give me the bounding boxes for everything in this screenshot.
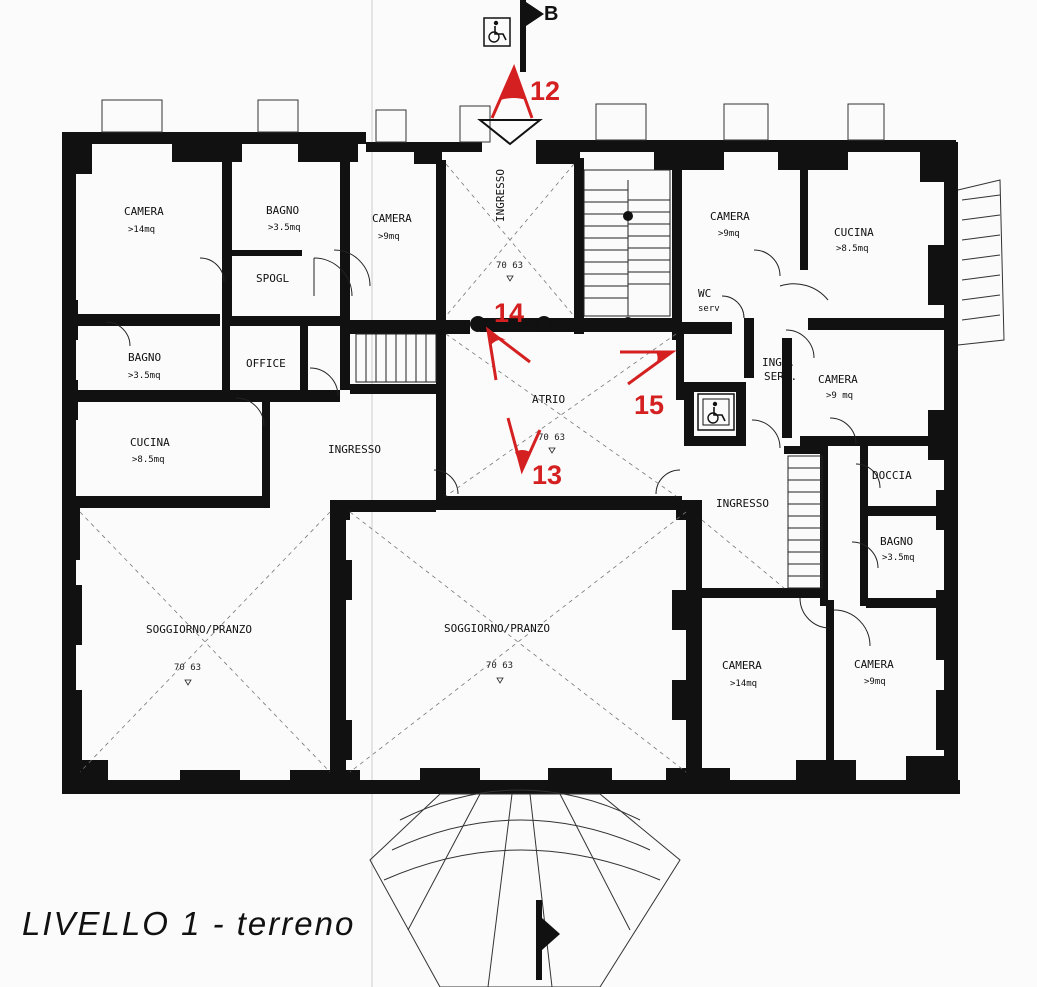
room-label: CUCINA bbox=[130, 436, 170, 449]
room-area: >8.5mq bbox=[132, 455, 165, 465]
room-label: SOGGIORNO/PRANZO bbox=[146, 623, 252, 636]
stair-columns bbox=[470, 211, 633, 332]
exterior-stair-right bbox=[957, 179, 1005, 346]
room-label: WC bbox=[698, 287, 711, 300]
room-label: CAMERA bbox=[854, 658, 894, 671]
room-area: >3.5mq bbox=[128, 371, 161, 381]
room-label: CAMERA bbox=[372, 212, 412, 225]
viewpoint-marker-14: 14 bbox=[485, 298, 531, 381]
room-labels: CAMERA >14mq BAGNO >3.5mq CAMERA >9mq IN… bbox=[124, 169, 915, 689]
viewpoint-number: 15 bbox=[634, 390, 664, 420]
entrance-staircase bbox=[369, 789, 681, 987]
room-label: SPOGL bbox=[256, 272, 289, 285]
room-label: INGRESSO bbox=[328, 443, 381, 456]
viewpoint-marker-13: 13 bbox=[506, 417, 562, 490]
room-label: BAGNO bbox=[266, 204, 299, 217]
entrance-arrow-icon bbox=[477, 119, 543, 146]
room-label: SOGGIORNO/PRANZO bbox=[444, 622, 550, 635]
main-staircase bbox=[583, 169, 671, 317]
viewpoint-number: 13 bbox=[532, 460, 562, 490]
elevation-mark: 70 63 bbox=[496, 261, 523, 271]
window-bays bbox=[101, 99, 885, 143]
ceiling-diagonals bbox=[79, 163, 785, 773]
room-label: CAMERA bbox=[710, 210, 750, 223]
viewpoint-number: 12 bbox=[530, 76, 560, 106]
elevation-mark: 70 63 bbox=[538, 433, 565, 443]
room-label: CAMERA bbox=[722, 659, 762, 672]
exterior-walls bbox=[62, 132, 960, 794]
elevation-mark: 70 63 bbox=[174, 663, 201, 673]
interior-walls bbox=[70, 150, 948, 780]
room-label: CAMERA bbox=[124, 205, 164, 218]
section-marker-label: B bbox=[544, 3, 558, 25]
secondary-staircase bbox=[787, 455, 823, 589]
room-label: INGR. bbox=[762, 356, 795, 369]
door-swings bbox=[105, 249, 881, 647]
room-area: >3.5mq bbox=[882, 553, 915, 563]
viewpoint-number: 14 bbox=[494, 298, 524, 328]
room-area: >9mq bbox=[864, 677, 886, 687]
small-stair-left bbox=[355, 333, 437, 383]
room-label: CUCINA bbox=[834, 226, 874, 239]
room-area: serv bbox=[698, 304, 720, 314]
room-area: >3.5mq bbox=[268, 223, 301, 233]
room-label: BAGNO bbox=[880, 535, 913, 548]
room-area: >9mq bbox=[378, 232, 400, 242]
section-marker-b: B bbox=[520, 0, 560, 980]
room-area: >9 mq bbox=[826, 391, 853, 401]
room-label: INGRESSO bbox=[716, 497, 769, 510]
level-title: LIVELLO 1 - terreno bbox=[22, 905, 355, 942]
elevation-mark: 70 63 bbox=[486, 661, 513, 671]
room-label: ATRIO bbox=[532, 393, 565, 406]
room-area: >8.5mq bbox=[836, 244, 869, 254]
viewpoint-marker-15: 15 bbox=[620, 350, 677, 420]
room-label: BAGNO bbox=[128, 351, 161, 364]
room-label: INGRESSO bbox=[494, 169, 507, 222]
room-label: DOCCIA bbox=[872, 469, 912, 482]
wheelchair-icon bbox=[697, 393, 735, 431]
room-label: CAMERA bbox=[818, 373, 858, 386]
viewpoint-marker-12: 12 bbox=[490, 63, 560, 119]
elevation-marks: 70 63 70 63 70 63 70 63 bbox=[174, 261, 565, 686]
room-label: OFFICE bbox=[246, 357, 286, 370]
room-area: >14mq bbox=[730, 679, 757, 689]
room-area: >14mq bbox=[128, 225, 155, 235]
room-area: >9mq bbox=[718, 229, 740, 239]
wheelchair-icon bbox=[483, 17, 511, 47]
room-label: SERV. bbox=[764, 370, 797, 383]
